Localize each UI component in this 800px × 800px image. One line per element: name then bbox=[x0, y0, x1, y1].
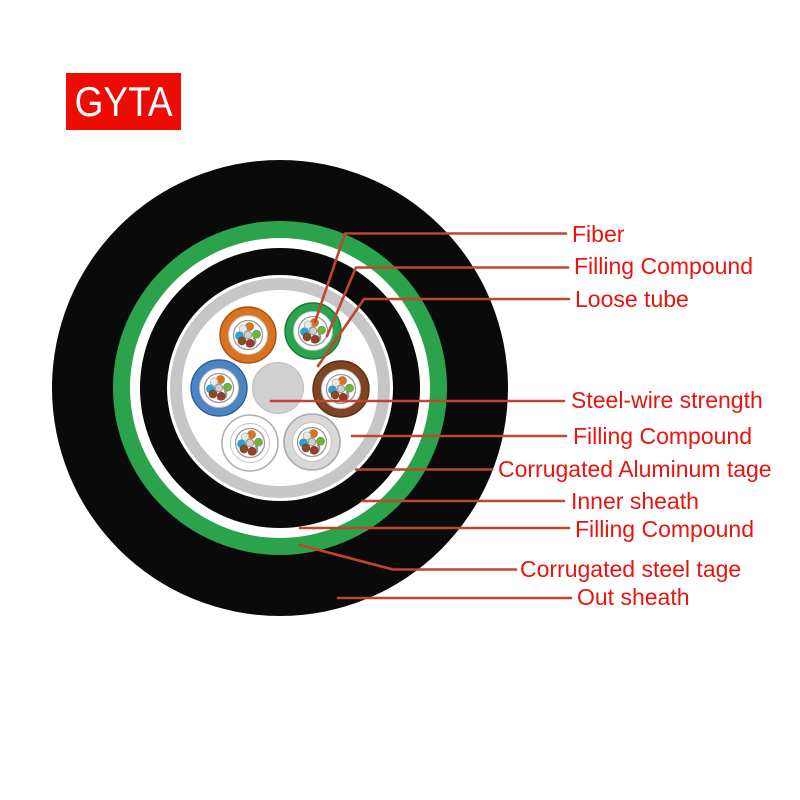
loose-tube-orange bbox=[219, 306, 277, 364]
label-steel-wire-strength: Steel-wire strength bbox=[571, 387, 763, 414]
label-inner-sheath: Inner sheath bbox=[571, 488, 699, 515]
loose-tube-white bbox=[221, 414, 279, 472]
leader-line-fiber bbox=[313, 232, 568, 324]
steel-wire-strength-member bbox=[252, 362, 304, 414]
label-corrugated-aluminum-tape: Corrugated Aluminum tage bbox=[498, 456, 772, 483]
leader-line-loose-tube bbox=[316, 297, 571, 368]
cable-type-badge: GYTA bbox=[66, 73, 181, 130]
loose-tube-brown bbox=[312, 360, 370, 418]
cable-type-badge-text: GYTA bbox=[74, 77, 173, 125]
loose-tube-green bbox=[284, 302, 342, 360]
label-out-sheath: Out sheath bbox=[577, 584, 690, 611]
label-loose-tube: Loose tube bbox=[575, 286, 689, 313]
loose-tube-blue bbox=[190, 359, 248, 417]
label-filling-compound-outer: Filling Compound bbox=[575, 516, 754, 543]
label-corrugated-steel-tape: Corrugated steel tage bbox=[520, 556, 742, 583]
leader-line-corrugated-steel-tape bbox=[298, 543, 518, 571]
label-fiber: Fiber bbox=[572, 221, 625, 248]
label-filling-compound-core: Filling Compound bbox=[573, 423, 752, 450]
label-filling-compound-tube: Filling Compound bbox=[574, 253, 753, 280]
loose-tube-lightgray bbox=[283, 413, 341, 471]
leader-line-filling-compound-tube bbox=[325, 266, 570, 338]
